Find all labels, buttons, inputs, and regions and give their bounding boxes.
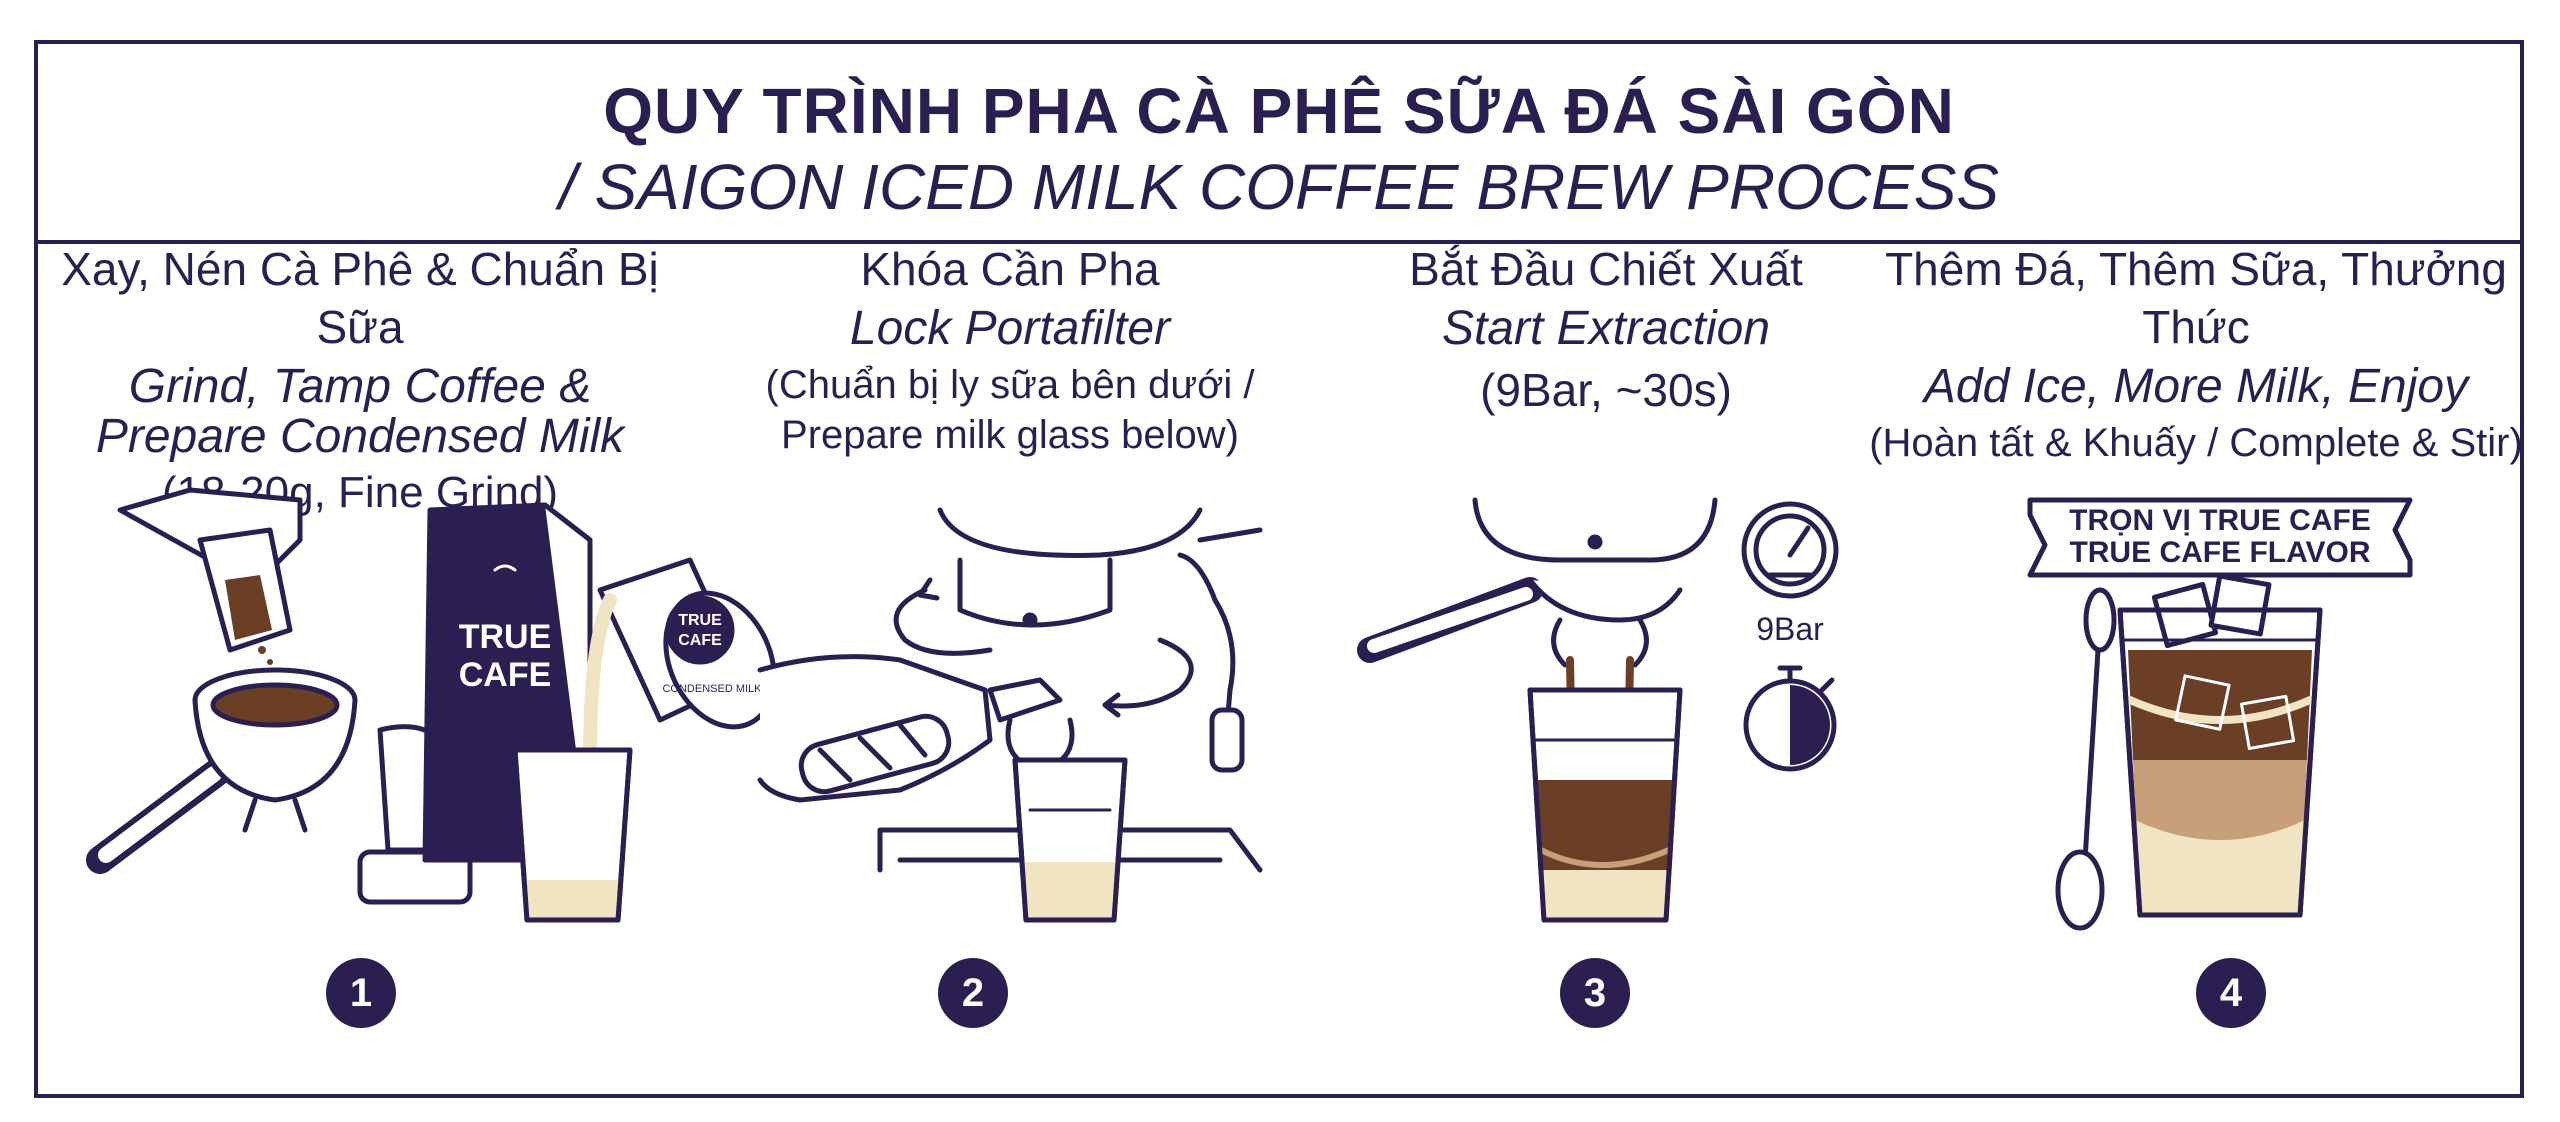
step-2-title-vi: Khóa Cần Pha (860, 243, 1160, 295)
banner-text-vi: TRỌN VỊ TRUE CAFE (2069, 504, 2371, 537)
step-1-title-en-line2: Prepare Condensed Milk (95, 410, 625, 463)
gauge-label: 9Bar (1756, 611, 1824, 647)
step-4-title-vi: Thêm Đá, Thêm Sữa, Thưởng Thức (1885, 243, 2507, 353)
portafilter-step-2 (987, 677, 1075, 773)
step-4-text: Thêm Đá, Thêm Sữa, Thưởng Thức Add Ice, … (1866, 240, 2526, 468)
step-2-text: Khóa Cần Pha Lock Portafilter (Chuẩn bị … (700, 240, 1320, 460)
glass-with-espresso (1527, 687, 1683, 923)
step-3-text: Bắt Đầu Chiết Xuất Start Extraction (9Ba… (1296, 240, 1916, 420)
step-3-title-en: Start Extraction (1441, 302, 1771, 355)
rotation-arrows (893, 577, 1194, 718)
banner-ribbon: TRỌN VỊ TRUE CAFE TRUE CAFE FLAVOR (2027, 497, 2413, 578)
can-label-cafe: CAFE (678, 632, 722, 649)
glass-with-milk-2 (1012, 757, 1128, 923)
step-3-note: (9Bar, ~30s) (1480, 364, 1732, 416)
iced-coffee-glass (2117, 573, 2323, 918)
header: QUY TRÌNH PHA CÀ PHÊ SỮA ĐÁ SÀI GÒN / SA… (38, 44, 2520, 244)
milk-stream (583, 593, 617, 767)
espresso-group-head (937, 507, 1263, 773)
stopwatch-icon (1743, 665, 1837, 772)
step-2-note-line2: Prepare milk glass below) (781, 413, 1239, 457)
portafilter-with-grounds (86, 667, 358, 874)
step-1-title-en-line1: Grind, Tamp Coffee & (128, 360, 592, 413)
step-4-title-en: Add Ice, More Milk, Enjoy (1923, 360, 2469, 413)
step-3-badge: 3 (1560, 958, 1630, 1028)
infographic-frame: QUY TRÌNH PHA CÀ PHÊ SỮA ĐÁ SÀI GÒN / SA… (34, 40, 2524, 1098)
can-label-true: TRUE (678, 612, 722, 629)
can-label-condensed: CONDENSED MILK (662, 683, 762, 695)
step-4-badge: 4 (2196, 958, 2266, 1028)
coffee-bag-illustration: TRUE CAFE (422, 502, 593, 863)
glass-with-milk-1 (512, 747, 633, 923)
step-1-text: Xay, Nén Cà Phê & Chuẩn Bị Sữa Grind, Ta… (50, 240, 670, 518)
pressure-gauge-icon (1741, 501, 1839, 599)
bag-label-true: TRUE (459, 618, 552, 656)
step-1-badge: 1 (326, 958, 396, 1028)
step-2-badge: 2 (938, 958, 1008, 1028)
title-english: / SAIGON ICED MILK COFFEE BREW PROCESS (558, 151, 2000, 223)
step-4-note: (Hoàn tất & Khuấy / Complete & Stir) (1869, 421, 2523, 465)
bag-label-cafe: CAFE (459, 656, 552, 694)
grinder-chute-illustration (117, 487, 303, 653)
espresso-machine-step-3 (1357, 497, 1718, 668)
hand-locking-portafilter (757, 654, 993, 803)
condensed-milk-can: TRUE CAFE CONDENSED MILK (597, 557, 777, 730)
step-1-title-vi: Xay, Nén Cà Phê & Chuẩn Bị Sữa (61, 243, 659, 353)
step-2-title-en: Lock Portafilter (849, 302, 1171, 355)
banner-text-en: TRUE CAFE FLAVOR (2069, 536, 2370, 569)
step-3-title-vi: Bắt Đầu Chiết Xuất (1409, 243, 1803, 295)
step-2-note-line1: (Chuẩn bị ly sữa bên dưới / (765, 363, 1255, 407)
spoon-icon (2055, 587, 2117, 931)
title-vietnamese: QUY TRÌNH PHA CÀ PHÊ SỮA ĐÁ SÀI GÒN (603, 75, 1955, 147)
